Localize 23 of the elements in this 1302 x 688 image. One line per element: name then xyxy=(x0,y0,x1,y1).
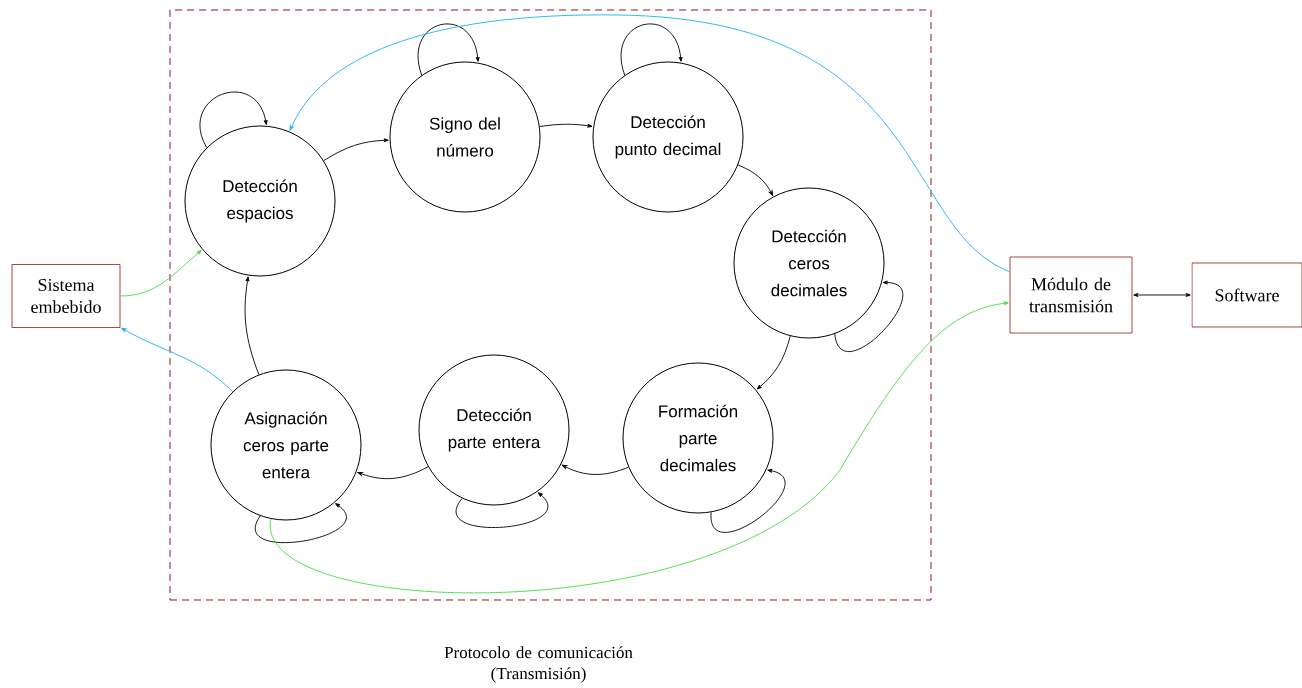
arrow xyxy=(737,164,774,196)
arrow xyxy=(121,327,234,393)
arrow xyxy=(270,301,1009,593)
self-loop-arrow xyxy=(417,23,480,76)
arrow xyxy=(323,138,389,162)
self-loop-arrow xyxy=(710,468,786,533)
arrow xyxy=(539,123,593,128)
self-loop-arrow xyxy=(199,91,268,149)
system-box: Software xyxy=(1191,262,1302,328)
arrow xyxy=(561,464,629,475)
system-box: Módulo de transmisión xyxy=(1009,256,1133,334)
self-loop-arrow xyxy=(455,492,548,528)
system-box: Sistema embebido xyxy=(11,264,121,328)
frame-caption: Protocolo de comunicación (Transmisión) xyxy=(444,646,633,683)
self-loop-arrow xyxy=(834,280,903,352)
self-loop-arrow xyxy=(620,23,683,76)
arrow xyxy=(756,335,791,390)
arrow xyxy=(289,14,1011,273)
self-loop-arrow xyxy=(254,503,347,543)
arrow xyxy=(1133,293,1191,297)
arrow xyxy=(244,276,260,375)
arrow xyxy=(357,466,429,480)
arrow xyxy=(119,249,202,297)
